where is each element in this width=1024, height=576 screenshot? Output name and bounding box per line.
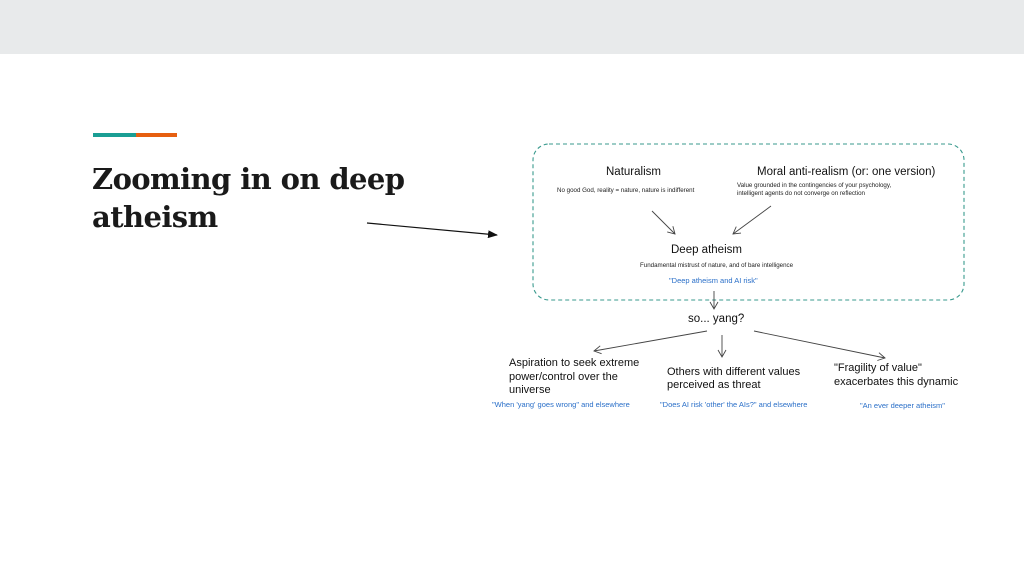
deep-atheism-link[interactable]: "Deep atheism and AI risk" bbox=[669, 276, 758, 285]
fragility-line1: "Fragility of value" bbox=[834, 362, 922, 374]
deep-atheism-group-box bbox=[532, 143, 965, 301]
others-line2: perceived as threat bbox=[667, 379, 761, 391]
moral-anti-realism-heading: Moral anti-realism (or: one version) bbox=[757, 166, 936, 178]
pointer-arrow bbox=[366, 222, 498, 239]
moral-anti-realism-description-line2: intelligent agents do not converge on re… bbox=[737, 190, 865, 197]
aspiration-line3: universe bbox=[509, 384, 551, 396]
moral-anti-realism-description-line1: Value grounded in the contingencies of y… bbox=[737, 182, 892, 189]
slide-title: Zooming in on deep atheism bbox=[92, 162, 405, 234]
top-banner bbox=[0, 0, 1024, 54]
naturalism-heading: Naturalism bbox=[606, 166, 661, 178]
aspiration-link[interactable]: "When 'yang' goes wrong" and elsewhere bbox=[492, 400, 630, 409]
arrow-yang-to-fragility bbox=[753, 330, 886, 361]
deep-atheism-description: Fundamental mistrust of nature, and of b… bbox=[640, 262, 794, 269]
naturalism-description: No good God, reality = nature, nature is… bbox=[557, 187, 695, 194]
fragility-link[interactable]: "An ever deeper atheism" bbox=[860, 401, 945, 410]
arrow-yang-to-aspiration bbox=[593, 330, 708, 355]
arrow-anti-realism-to-deep-atheism bbox=[732, 205, 772, 235]
fragility-line2: exacerbates this dynamic bbox=[834, 376, 959, 388]
deep-atheism-heading: Deep atheism bbox=[671, 244, 742, 256]
others-line1: Others with different values bbox=[667, 366, 801, 378]
title-accent-orange bbox=[136, 133, 177, 137]
yang-label: so... yang? bbox=[688, 313, 745, 325]
arrow-naturalism-to-deep-atheism bbox=[651, 210, 676, 235]
aspiration-line2: power/control over the bbox=[509, 371, 618, 383]
title-accent-teal bbox=[93, 133, 136, 137]
others-link[interactable]: "Does AI risk 'other' the AIs?" and else… bbox=[660, 400, 808, 409]
aspiration-line1: Aspiration to seek extreme bbox=[509, 357, 640, 369]
